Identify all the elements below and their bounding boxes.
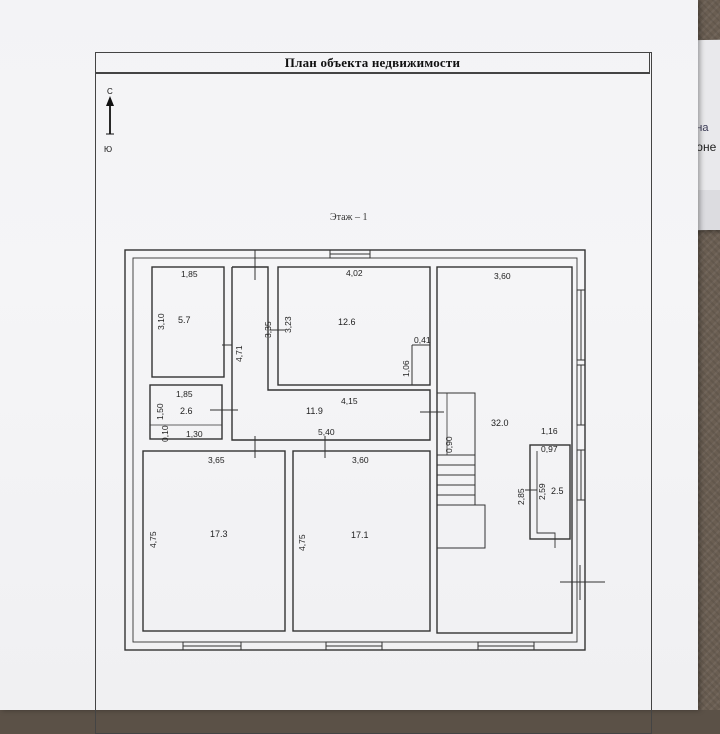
room-a-area: 5.7 (178, 315, 191, 325)
room-b-outline (277, 266, 431, 386)
room-b-area: 12.6 (338, 317, 356, 327)
document-title: План объекта недвижимости (284, 54, 461, 70)
room-d-outline (149, 384, 223, 440)
room-a-width: 1,85 (181, 269, 198, 279)
room-f-outline (292, 450, 431, 632)
windows (182, 249, 586, 651)
hall-area: 11.9 (306, 406, 323, 416)
room-f-height: 4,75 (297, 534, 307, 551)
outer-wall (124, 249, 586, 651)
room-b-width: 4,02 (346, 268, 363, 278)
compass: С Ю (100, 86, 122, 156)
hall-width: 4,15 (341, 396, 358, 406)
room-e-height: 4,75 (148, 531, 158, 548)
floor-label: Этаж – 1 (330, 212, 368, 223)
compass-arrow-icon: С Ю (104, 87, 114, 154)
room-g-width: 0,97 (541, 444, 558, 454)
room-f-area: 17.1 (351, 530, 369, 540)
compass-north-label: С (107, 87, 113, 96)
floor-plan: 1,85 3,10 5.7 4,02 3,23 12.6 0,41 1,06 3… (124, 249, 605, 651)
stairs-length: 0,90 (444, 436, 454, 453)
room-f-width: 3,60 (352, 455, 369, 465)
document-page (0, 0, 698, 710)
room-c-area: 32.0 (491, 418, 509, 428)
room-b-niche-width: 0,41 (414, 335, 431, 345)
room-a-outline (151, 266, 225, 378)
room-b-height: 3,23 (283, 316, 293, 333)
hall-left-height-2: 3,35 (263, 321, 273, 338)
background-sheet-text-2: 'оне (694, 140, 717, 154)
room-c-inner-width: 1,16 (541, 426, 558, 436)
room-b-niche-height: 1,06 (401, 360, 411, 377)
room-d-height: 1,50 (155, 403, 165, 420)
room-e-area: 17.3 (210, 529, 228, 539)
room-a-height: 3,10 (156, 313, 166, 330)
hall-outline (231, 266, 431, 441)
room-g-area: 2.5 (551, 486, 564, 496)
room-d-step: 0,10 (160, 425, 170, 442)
stairs (437, 392, 486, 549)
room-c-outline (436, 266, 573, 634)
compass-south-label: Ю (104, 145, 112, 154)
outer-wall-inner (132, 257, 578, 643)
room-g-outline (529, 444, 571, 540)
room-d-area: 2.6 (180, 406, 193, 416)
room-c-inner-height: 2,85 (516, 488, 526, 505)
door-marks (210, 250, 605, 600)
room-e-width: 3,65 (208, 455, 225, 465)
room-e-outline (142, 450, 286, 632)
hall-bottom: 5,40 (318, 427, 335, 437)
room-c-width: 3,60 (494, 271, 511, 281)
title-bar: План объекта недвижимости (95, 52, 650, 74)
hall-left-height: 4,71 (234, 345, 244, 362)
room-d-bottom: 1,30 (186, 429, 203, 439)
room-g-height: 2,59 (537, 483, 547, 500)
room-d-width: 1,85 (176, 389, 193, 399)
